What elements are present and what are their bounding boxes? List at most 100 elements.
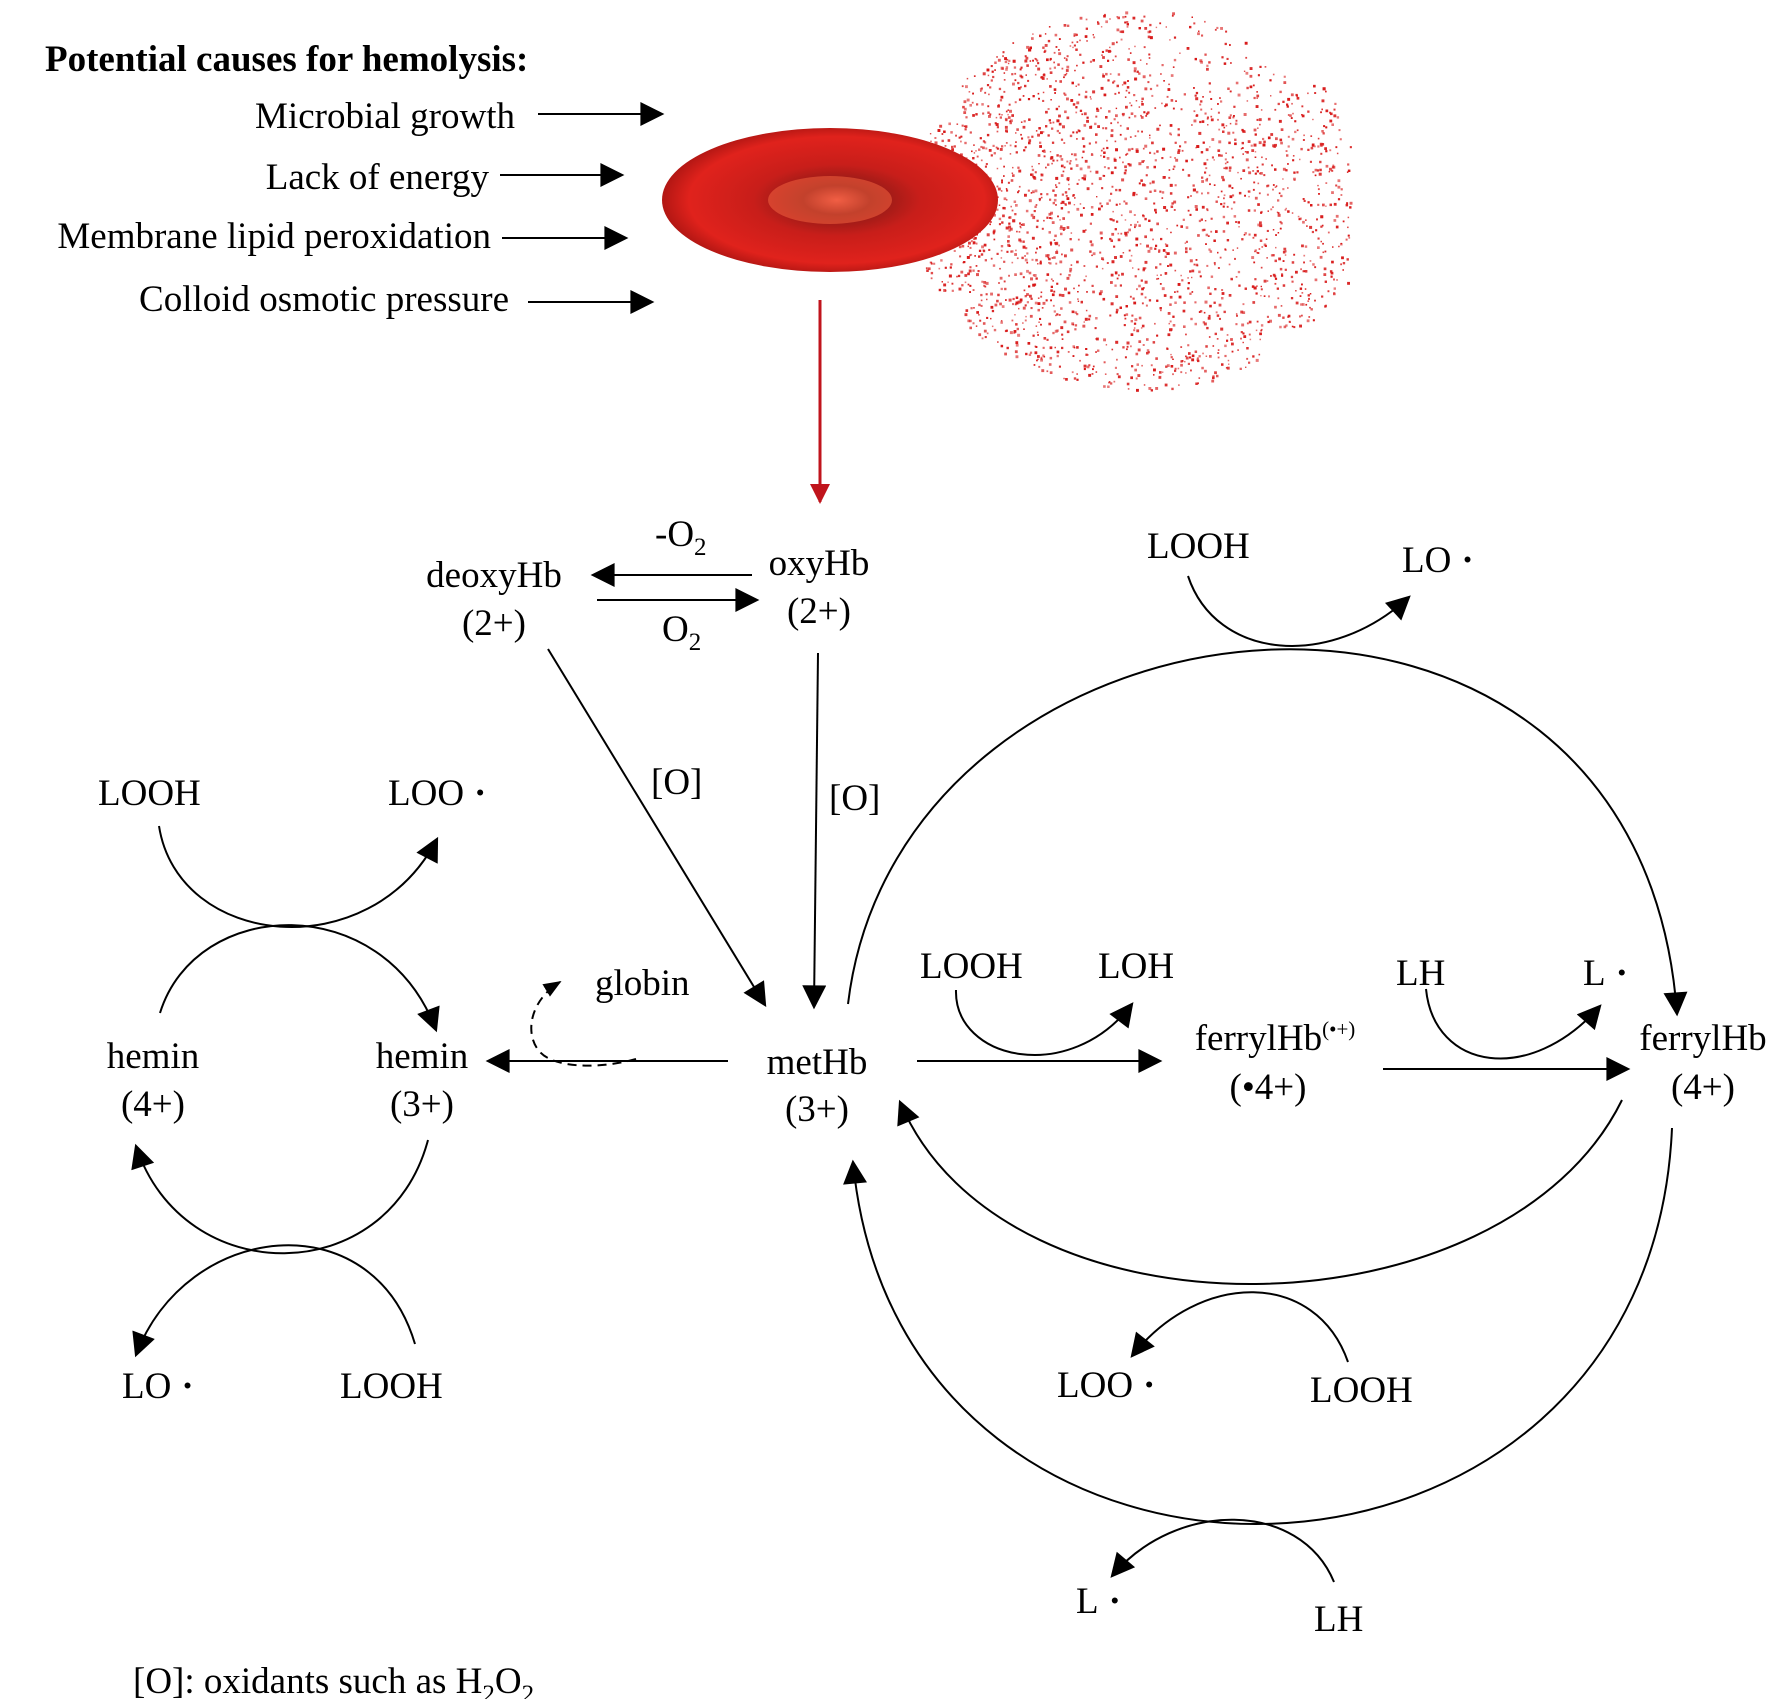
debris-particle <box>1121 84 1124 86</box>
upper-looh-to-lo-arc <box>1187 575 1411 647</box>
debris-particle <box>1279 325 1282 329</box>
debris-particle <box>1035 258 1038 262</box>
debris-particle <box>1129 52 1132 54</box>
debris-particle <box>1142 344 1145 346</box>
debris-particle <box>1209 304 1212 308</box>
debris-particle <box>1062 227 1066 230</box>
debris-particle <box>1046 338 1049 341</box>
debris-particle <box>1309 260 1312 262</box>
debris-particle <box>1125 89 1128 92</box>
debris-particle <box>1178 283 1180 286</box>
debris-particle <box>943 289 947 292</box>
debris-particle <box>1041 227 1044 230</box>
debris-particle <box>1275 234 1277 236</box>
debris-particle <box>1138 284 1141 288</box>
debris-particle <box>1037 334 1039 336</box>
debris-particle <box>1319 142 1323 146</box>
debris-particle <box>925 267 928 270</box>
debris-particle <box>1223 194 1226 197</box>
debris-particle <box>1030 297 1033 300</box>
debris-particle <box>1131 314 1134 317</box>
debris-particle <box>980 253 984 256</box>
debris-particle <box>1283 81 1287 84</box>
debris-particle <box>1073 33 1077 37</box>
debris-particle <box>1093 36 1096 39</box>
cause-colloid-osmotic-pressure: Colloid osmotic pressure <box>139 279 509 320</box>
debris-particle <box>1091 373 1094 375</box>
debris-particle <box>1001 114 1003 116</box>
debris-particle <box>1056 159 1059 162</box>
debris-particle <box>988 149 992 152</box>
debris-particle <box>1208 336 1211 338</box>
debris-particle <box>1325 182 1328 184</box>
debris-particle <box>1021 256 1024 260</box>
debris-particle <box>1320 111 1322 114</box>
debris-particle <box>1313 84 1316 88</box>
debris-particle <box>1279 220 1282 223</box>
debris-particle <box>1023 289 1026 292</box>
debris-particle <box>1106 146 1109 150</box>
debris-particle <box>1224 354 1227 358</box>
debris-particle <box>1101 187 1104 190</box>
debris-particle <box>1142 214 1144 217</box>
debris-particle <box>1068 188 1071 191</box>
debris-particle <box>1114 166 1117 169</box>
debris-particle <box>1162 147 1166 151</box>
debris-particle <box>1208 61 1211 64</box>
debris-particle <box>1302 198 1305 200</box>
debris-particle <box>1063 24 1067 27</box>
debris-particle <box>1133 322 1137 325</box>
debris-particle <box>1017 333 1021 337</box>
debris-particle <box>1195 259 1198 261</box>
debris-particle <box>1025 209 1029 213</box>
debris-particle <box>1212 376 1215 380</box>
debris-particle <box>1310 308 1313 311</box>
debris-particle <box>1301 314 1303 317</box>
debris-particle <box>1195 91 1199 95</box>
debris-particle <box>1040 356 1043 359</box>
minus-o2-label: -O2 <box>655 514 707 561</box>
debris-particle <box>1015 249 1017 252</box>
debris-particle <box>994 303 998 307</box>
debris-particle <box>1215 200 1218 203</box>
debris-particle <box>1061 338 1064 340</box>
debris-particle <box>1254 278 1257 281</box>
debris-particle <box>1040 291 1043 294</box>
debris-particle <box>1308 297 1310 300</box>
debris-particle <box>1006 131 1008 133</box>
debris-particle <box>973 152 976 154</box>
debris-particle <box>1197 234 1200 237</box>
debris-particle <box>1115 295 1119 298</box>
debris-particle <box>1277 297 1280 300</box>
debris-particle <box>1060 138 1064 141</box>
debris-particle <box>1111 348 1114 351</box>
debris-particle <box>1253 261 1256 264</box>
debris-particle <box>987 111 990 114</box>
debris-particle <box>1275 137 1278 141</box>
debris-particle <box>1010 119 1013 123</box>
debris-particle <box>1234 257 1236 260</box>
debris-particle <box>1088 364 1091 367</box>
debris-particle <box>1276 287 1279 290</box>
debris-particle <box>1071 310 1075 314</box>
debris-particle <box>1253 286 1257 290</box>
debris-particle <box>978 255 981 258</box>
debris-particle <box>1211 156 1214 159</box>
debris-particle <box>1205 167 1208 170</box>
debris-particle <box>1140 292 1144 296</box>
debris-particle <box>1339 138 1342 141</box>
debris-particle <box>1025 352 1028 356</box>
debris-particle <box>1130 320 1133 323</box>
debris-particle <box>1066 116 1070 120</box>
debris-particle <box>1211 379 1215 383</box>
debris-particle <box>1259 172 1261 175</box>
debris-particle <box>1225 367 1228 369</box>
debris-particle <box>1083 112 1087 116</box>
debris-particle <box>1061 200 1065 204</box>
debris-particle <box>1267 117 1271 121</box>
debris-particle <box>1217 150 1220 152</box>
methb-to-ferrylhb-upper-arc <box>847 648 1688 1017</box>
debris-particle <box>1106 157 1110 160</box>
debris-particle <box>1091 182 1094 185</box>
debris-particle <box>1156 274 1158 276</box>
